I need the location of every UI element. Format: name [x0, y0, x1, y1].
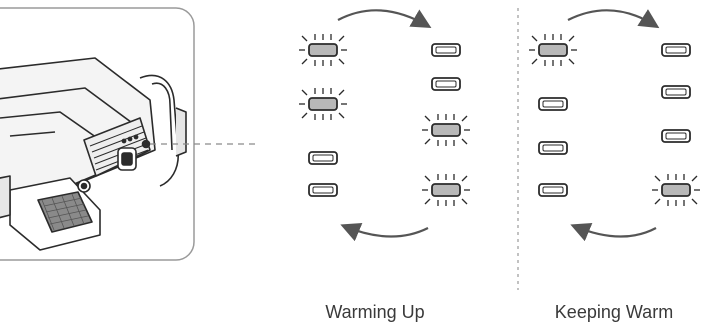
led-indicator-icon-keeping-left-3	[538, 183, 568, 197]
cycle-arrow-icon-bottom-1	[340, 222, 429, 242]
led-indicator-icon-keeping-left-1	[538, 97, 568, 111]
led-grid	[299, 34, 700, 206]
cycle-arrow-icon-top-1	[337, 9, 432, 28]
arrows	[337, 9, 660, 242]
led-indicator-icon-warming-left-2	[299, 88, 347, 120]
led-indicator-icon-warming-right-1	[431, 77, 461, 91]
led-indicator-icon-warming-right-2	[422, 114, 470, 146]
led-indicator-icon-keeping-left-0	[529, 34, 577, 66]
caption-keeping-warm: Keeping Warm	[554, 302, 674, 322]
cycle-arrow-icon-top-2	[567, 9, 660, 29]
cycle-arrow-icon-bottom-2	[570, 222, 657, 242]
caption-warming-up: Warming Up	[325, 302, 425, 322]
battery-device-icon	[0, 57, 187, 251]
led-indicator-icon-keeping-right-1	[661, 85, 691, 99]
led-indicator-icon-keeping-right-0	[661, 43, 691, 57]
led-indicator-icon-keeping-left-2	[538, 141, 568, 155]
led-indicator-icon-keeping-right-3	[652, 174, 700, 206]
led-indicator-icon-warming-left-0	[299, 34, 347, 66]
led-indicator-icon-warming-left-4	[308, 183, 338, 197]
led-indicator-icon-warming-left-3	[308, 151, 338, 165]
led-indicator-icon-keeping-right-2	[661, 129, 691, 143]
led-indicator-icon-warming-right-4	[422, 174, 470, 206]
led-indicator-icon-warming-right-0	[431, 43, 461, 57]
device-inset	[0, 7, 195, 261]
